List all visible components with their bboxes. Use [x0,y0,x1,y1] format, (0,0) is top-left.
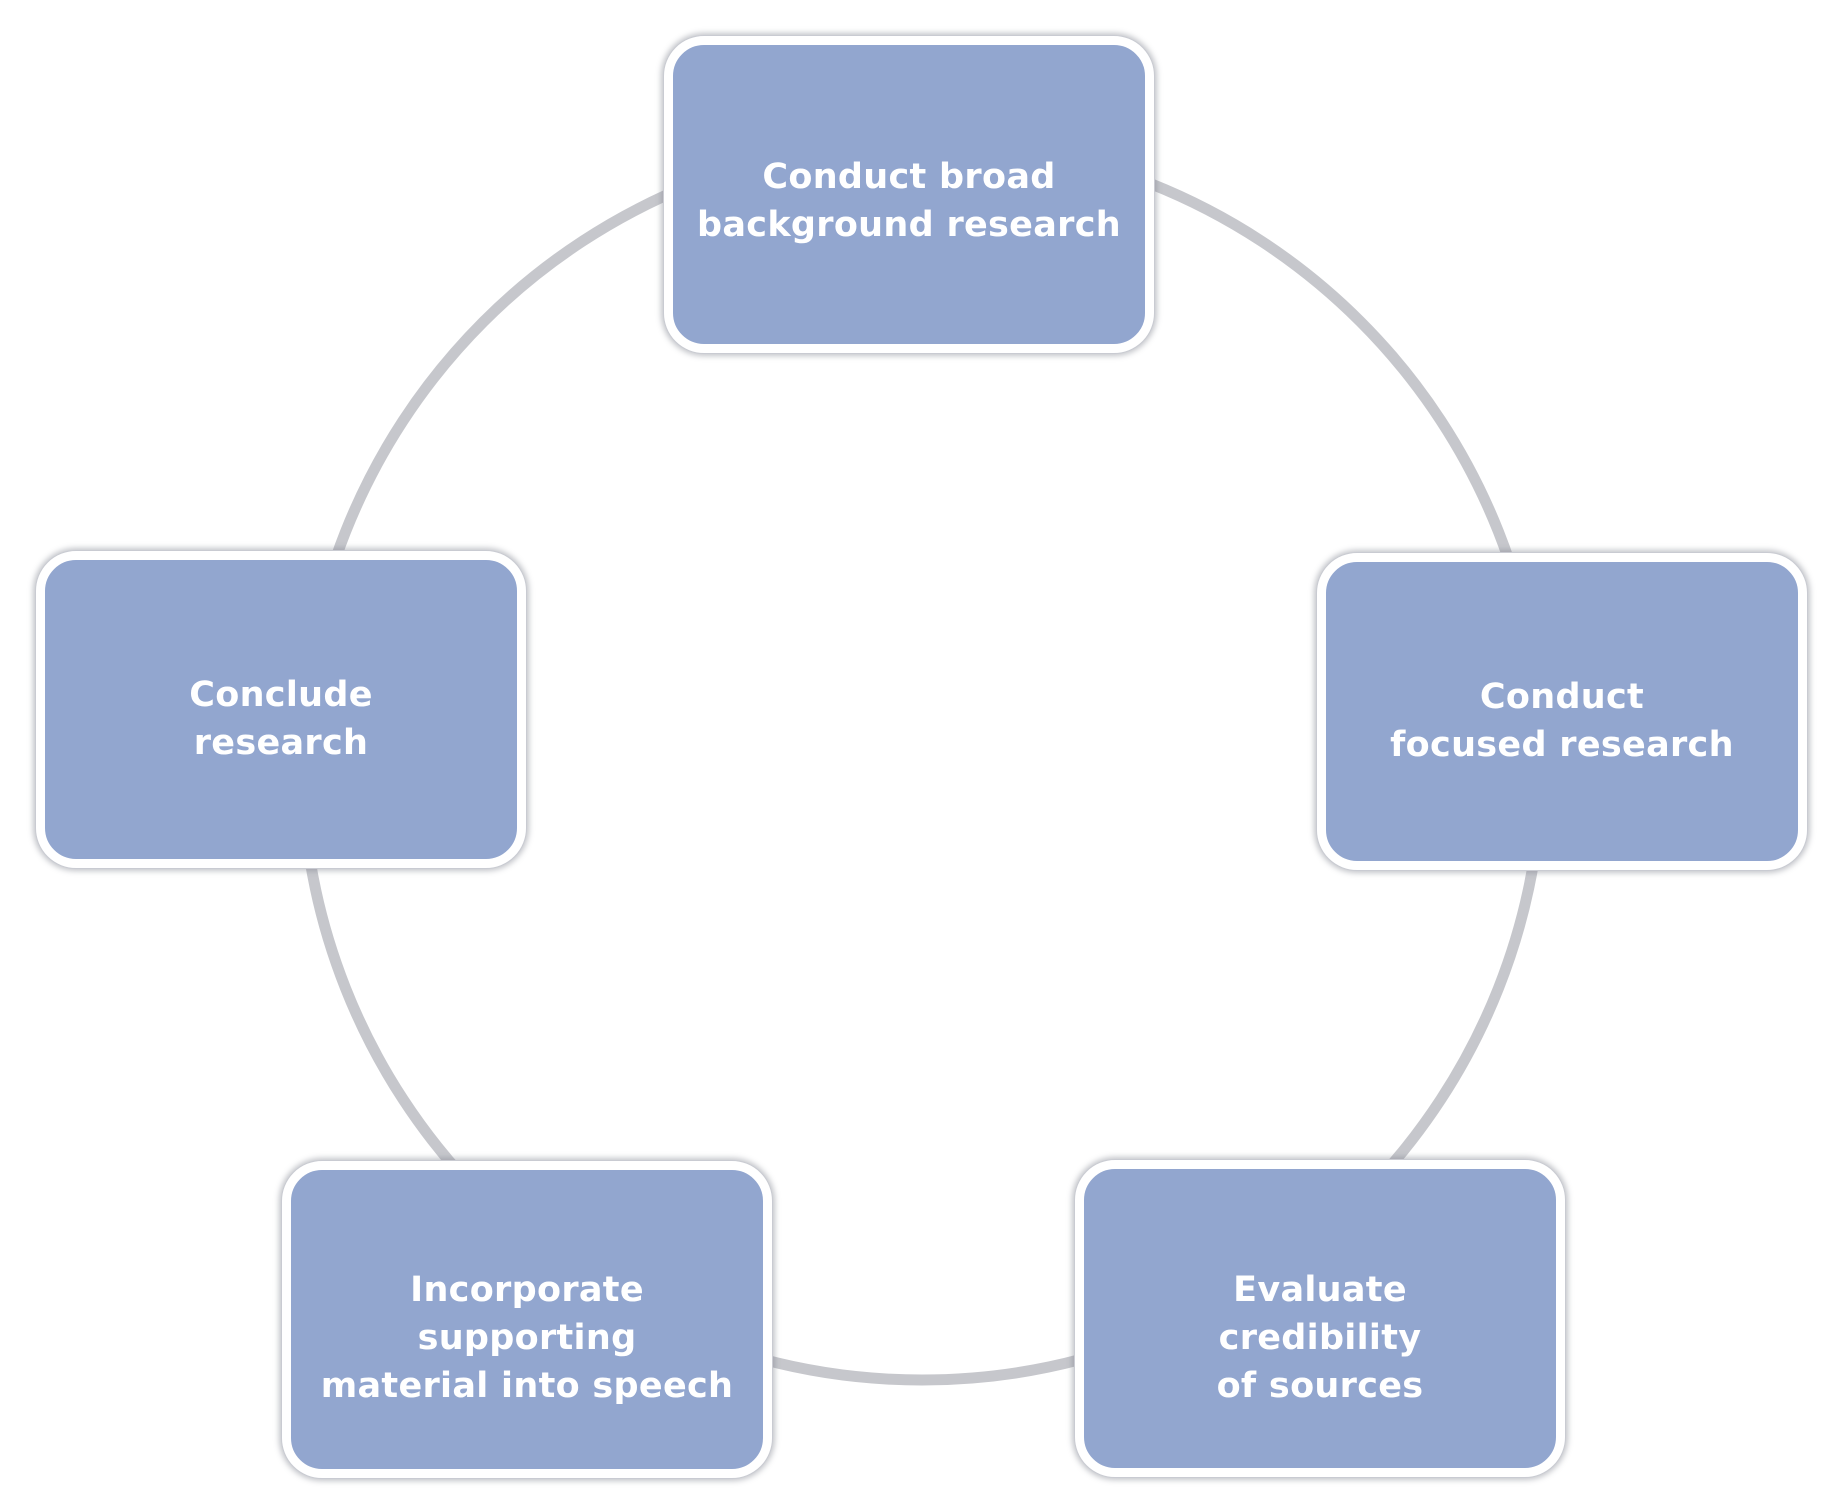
step-label: Conduct focused research [1390,677,1734,765]
step-label: Conclude research [189,675,373,763]
step-label: Evaluate credibility of sources [1216,1270,1424,1406]
step-conduct-focused-research: Conduct focused research [1317,553,1807,870]
step-conclude-research: Conclude research [36,551,526,868]
step-incorporate-supporting-material: Incorporate supporting material into spe… [282,1161,772,1478]
step-conduct-broad-background-research: Conduct broad background research [664,36,1154,353]
step-label: Incorporate supporting material into spe… [320,1270,734,1406]
step-evaluate-credibility-of-sources: Evaluate credibility of sources [1075,1160,1565,1477]
step-label: Conduct broad background research [697,157,1121,245]
